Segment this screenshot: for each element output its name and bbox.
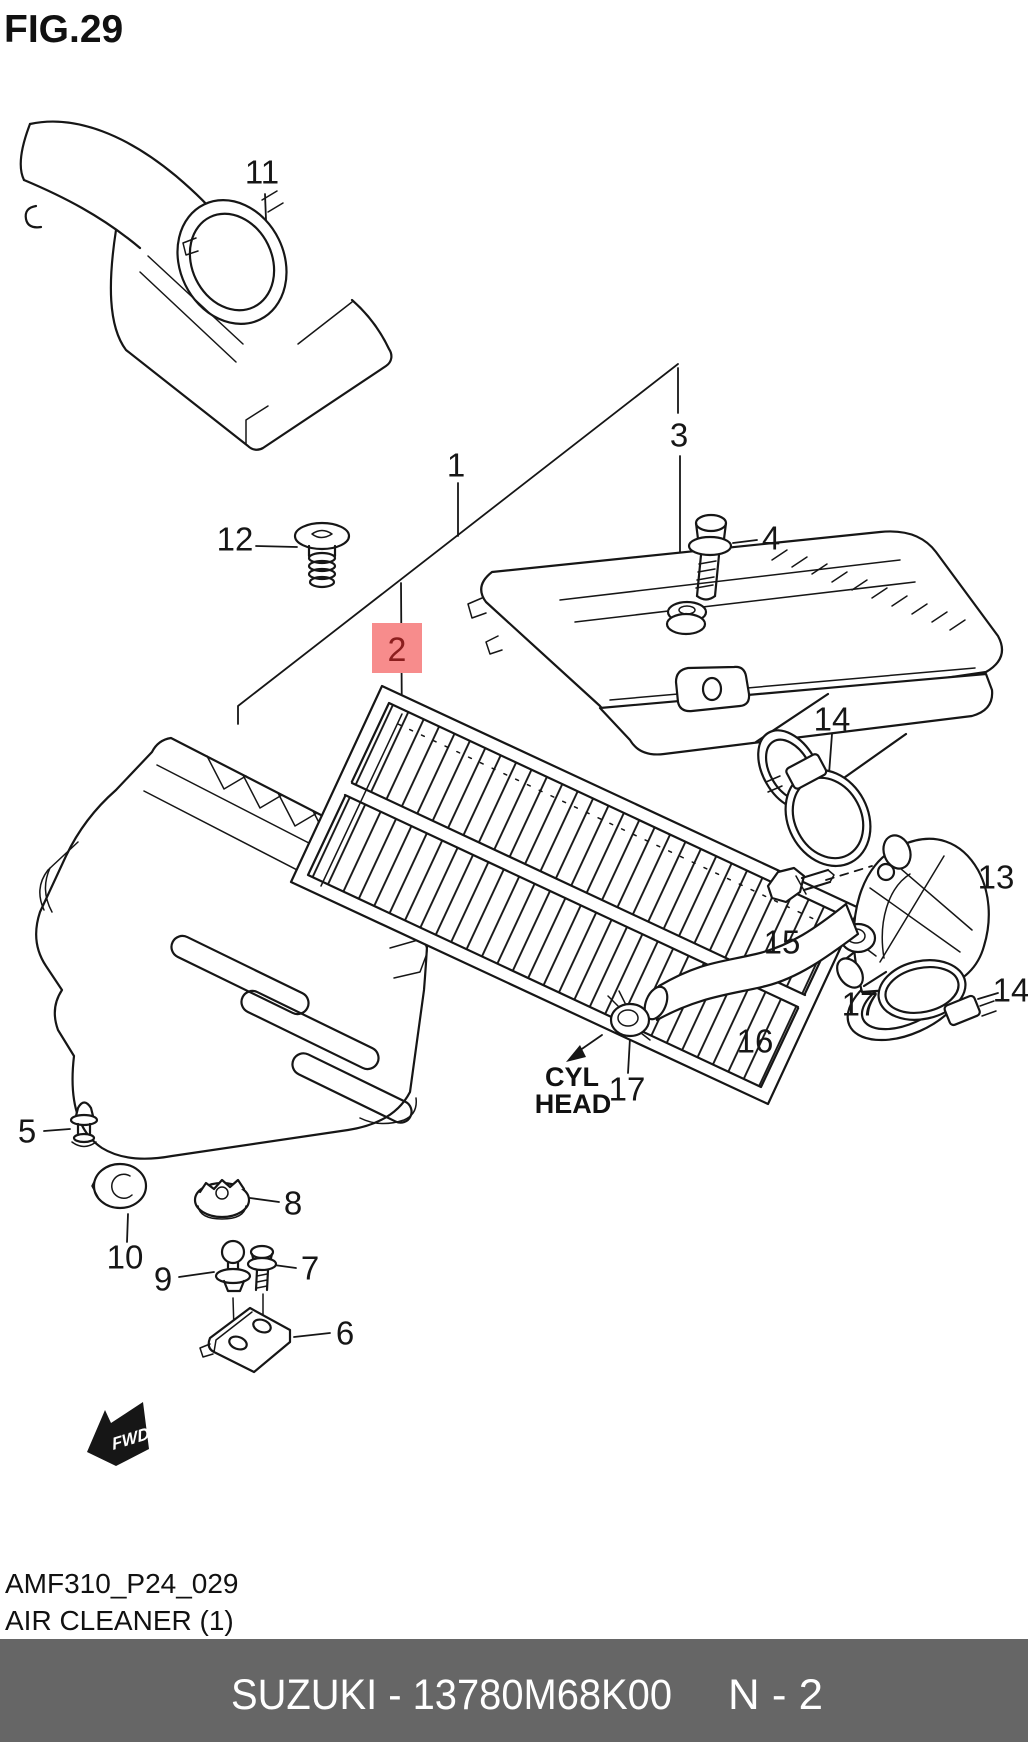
hose-clamp-upper-drawing xyxy=(765,753,872,868)
footer-page-ref: N - 2 xyxy=(728,1671,823,1719)
callout-4: 4 xyxy=(762,520,780,557)
callout-1: 1 xyxy=(447,447,465,484)
clamp-clip-lower-drawing xyxy=(607,990,651,1041)
hose-clamp-lower-drawing xyxy=(877,959,997,1027)
flange-bolt-drawing xyxy=(246,1244,278,1292)
figure-title: FIG.29 xyxy=(4,8,123,51)
fwd-arrow: FWD xyxy=(87,1402,151,1466)
stud-bolt-drawing xyxy=(214,1239,252,1293)
cyl-head-note-line2: HEAD xyxy=(535,1089,612,1119)
footer-part-number: SUZUKI - 13780M68K00 xyxy=(231,1671,672,1719)
callout-14-upper: 14 xyxy=(814,701,851,738)
callout-17-upper: 17 xyxy=(842,986,879,1023)
push-clip-drawing xyxy=(69,1101,99,1148)
callout-16: 16 xyxy=(737,1023,774,1060)
callout-3: 3 xyxy=(670,417,688,454)
callout-6: 6 xyxy=(336,1315,354,1352)
callout-11: 11 xyxy=(245,154,279,191)
grommet-8-drawing xyxy=(193,1178,251,1220)
callout-8: 8 xyxy=(284,1185,302,1222)
highlighted-callout-2[interactable]: 2 xyxy=(372,623,422,673)
callout-14-lower: 14 xyxy=(993,972,1028,1009)
callout-9: 9 xyxy=(154,1261,172,1298)
footer-bar: SUZUKI - 13780M68K00 N - 2 xyxy=(0,1639,1028,1742)
cyl-head-arrow xyxy=(566,1034,603,1062)
footer-bar-background xyxy=(0,1639,1028,1742)
grommet-10-drawing xyxy=(91,1162,148,1210)
screw-drawing xyxy=(293,521,351,589)
bolt-grommet-drawing xyxy=(665,600,708,636)
bracket-drawing xyxy=(199,1306,292,1374)
callout-2[interactable]: 2 xyxy=(388,631,407,669)
callout-7: 7 xyxy=(301,1250,319,1287)
callout-10: 10 xyxy=(107,1239,144,1276)
callout-17-lower: 17 xyxy=(609,1071,646,1108)
intake-duct-drawing xyxy=(19,120,393,451)
callout-13: 13 xyxy=(978,859,1015,896)
callout-2-highlight-box[interactable] xyxy=(372,623,422,673)
callout-15: 15 xyxy=(764,924,801,961)
bolt-drawing xyxy=(687,513,733,601)
callout-5: 5 xyxy=(18,1113,36,1150)
iat-sensor-drawing xyxy=(766,866,835,904)
cyl-head-note-line1: CYL xyxy=(545,1062,599,1092)
figure-code: AMF310_P24_029 xyxy=(5,1568,239,1599)
figure-caption: AIR CLEANER (1) xyxy=(5,1605,234,1636)
breather-hose-drawing xyxy=(643,902,860,1022)
callout-12: 12 xyxy=(217,521,254,558)
